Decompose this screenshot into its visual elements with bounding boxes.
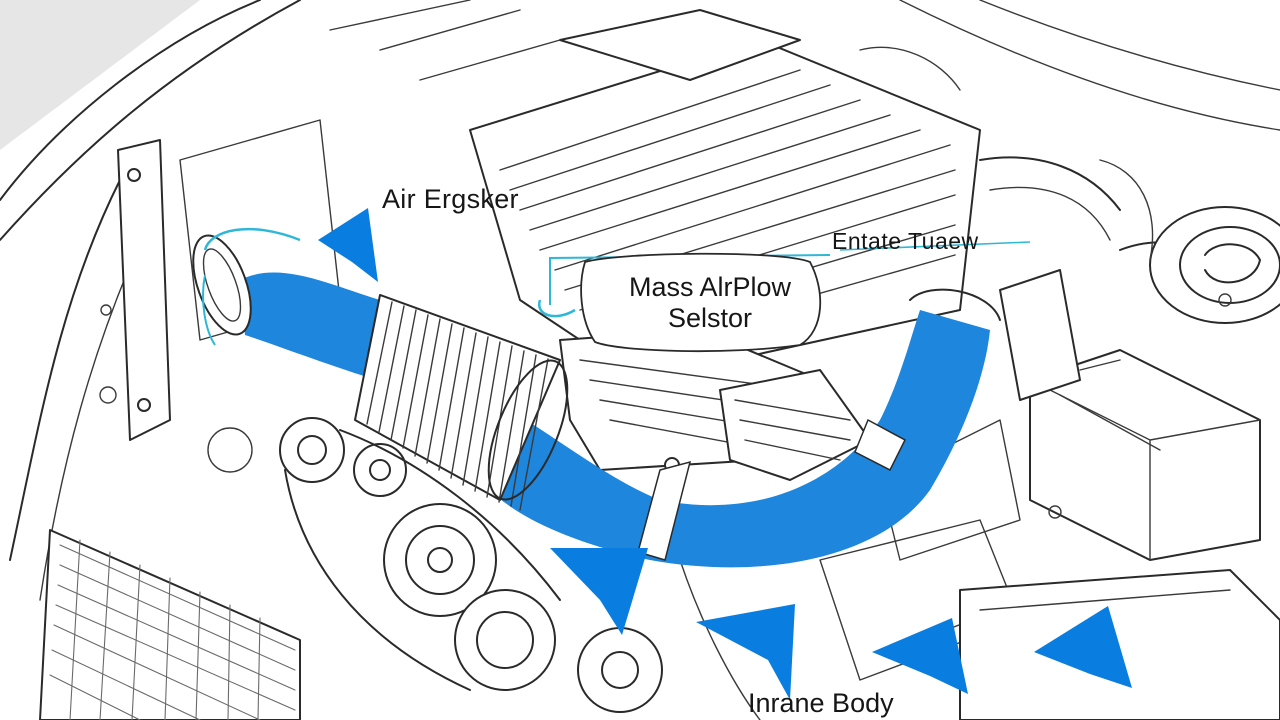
lower-right-panel	[959, 569, 1280, 720]
label-maf-line-2: Selstor	[667, 303, 753, 333]
label-mass-airflow-sensor: Mass AlrPlow Selstor	[590, 272, 830, 334]
fluid-reservoir-cap	[1149, 206, 1280, 324]
air-filter-element	[354, 294, 569, 511]
label-intake-body: Inrane Body	[748, 688, 894, 718]
battery-box	[1029, 349, 1261, 561]
airflow-arrow-icon	[872, 618, 968, 694]
maf-sensor-box	[580, 252, 822, 353]
airflow-arrow-icon	[318, 208, 378, 282]
label-throttle-tube: Entate Tuaew	[832, 228, 979, 254]
hose-clamp-right	[854, 418, 906, 472]
hose-clamp	[637, 460, 692, 561]
intake-hose-lower	[490, 310, 990, 568]
airflow-arrow-icon	[550, 548, 648, 635]
label-air-filter: Air Ergsker	[382, 184, 519, 214]
front-grille	[39, 529, 301, 720]
background-corner	[0, 0, 200, 150]
left-bracket	[99, 119, 341, 441]
airflow-arrows	[318, 208, 1132, 700]
pulley-assembly	[207, 417, 663, 713]
callout-lines	[202, 227, 1031, 346]
airflow-arrow-icon	[696, 604, 795, 700]
airflow-arrow-icon	[1034, 606, 1132, 688]
right-hoses	[979, 156, 1154, 401]
label-maf-line-1: Mass AlrPlow	[628, 272, 792, 302]
